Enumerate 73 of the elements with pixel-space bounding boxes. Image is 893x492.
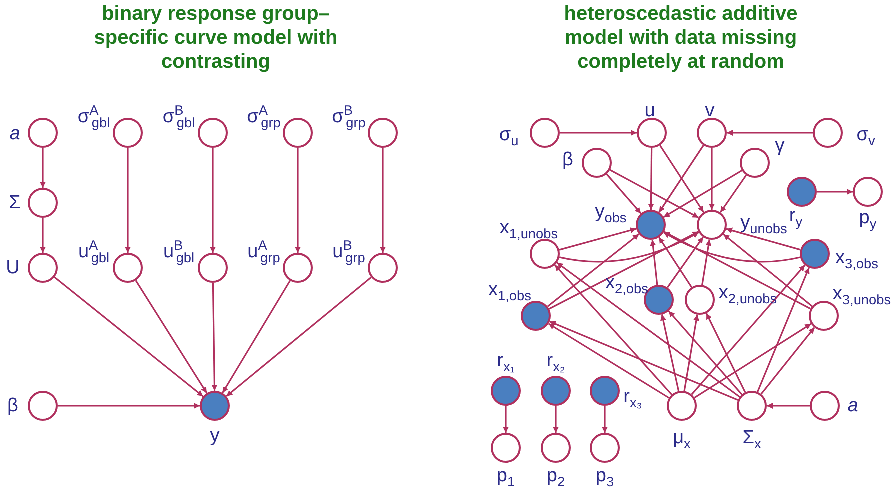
arrow [550, 321, 738, 401]
panel-heading: heteroscedastic additive model with data missing completely at random [563, 2, 799, 74]
arrow [694, 323, 812, 399]
arrow [720, 174, 748, 214]
arrow [548, 323, 670, 399]
arrow [658, 237, 692, 288]
arrow [54, 276, 204, 398]
arrow [212, 282, 218, 392]
arrow [723, 234, 813, 308]
node-label: r$_{x₃}$ [624, 388, 642, 406]
node-label: p$_{3}$ [596, 466, 614, 486]
arrow [664, 231, 812, 310]
arrow [559, 228, 637, 251]
node-label: p$_{2}$ [546, 466, 566, 486]
arrow [726, 228, 801, 251]
node-label: σ$_{v}$ [856, 126, 876, 144]
arrow [135, 280, 208, 394]
arrow [663, 170, 743, 218]
arrow [702, 240, 712, 286]
node-label: r$_{x₂}$ [546, 352, 566, 370]
arrow [547, 234, 640, 308]
arrow [58, 403, 200, 409]
arrow [709, 148, 715, 210]
node-label: β [8, 396, 18, 416]
arrow [226, 276, 372, 398]
arrow [125, 148, 131, 253]
arrow [610, 169, 700, 219]
arrow [554, 264, 673, 396]
arrow [556, 262, 740, 398]
arrow [664, 232, 801, 263]
arrow [650, 240, 658, 286]
arrow [817, 189, 853, 195]
node-label: σ$_{u}$ [499, 126, 519, 144]
arrow [553, 406, 559, 433]
arrow [560, 130, 637, 136]
node-label: a [848, 396, 858, 416]
arrow [222, 280, 291, 394]
node-label: p$_{1}$ [496, 466, 516, 486]
arrow [767, 403, 810, 409]
arrow [548, 231, 700, 310]
panel-heading: binary response group–specific curve model with contrasting [93, 2, 339, 74]
arrow [668, 310, 743, 396]
arrow [40, 218, 46, 253]
arrow [727, 130, 813, 136]
arrow [667, 236, 704, 288]
arrow [503, 406, 509, 433]
arrow [706, 313, 746, 393]
arrow [757, 268, 810, 392]
arrow [606, 174, 642, 214]
arrow [295, 148, 301, 253]
arrow [648, 148, 654, 210]
arrow [380, 148, 386, 253]
node-label: y$_{obs}$ [595, 202, 627, 222]
arrow [40, 148, 46, 188]
arrow [684, 314, 700, 392]
arrow [691, 264, 806, 396]
node-label: y [210, 426, 220, 446]
arrow [602, 406, 608, 433]
node-label: r$_{x₁}$ [497, 352, 515, 370]
node-label: y$_{unobs}$ [740, 214, 788, 232]
node-label: μ$_{x}$ [673, 428, 691, 448]
node-label: Σ [9, 194, 21, 212]
arrow [760, 327, 816, 395]
node-label: v [705, 102, 715, 120]
node-label: γ [775, 136, 785, 156]
arrow [210, 148, 216, 253]
node-label: β [562, 150, 574, 170]
arrow [660, 314, 680, 392]
arrow [559, 232, 700, 263]
node-label: U [6, 258, 20, 278]
node-label: Σ$_{x}$ [742, 428, 762, 448]
node-label: u [644, 102, 656, 120]
node-label: a [10, 124, 20, 144]
